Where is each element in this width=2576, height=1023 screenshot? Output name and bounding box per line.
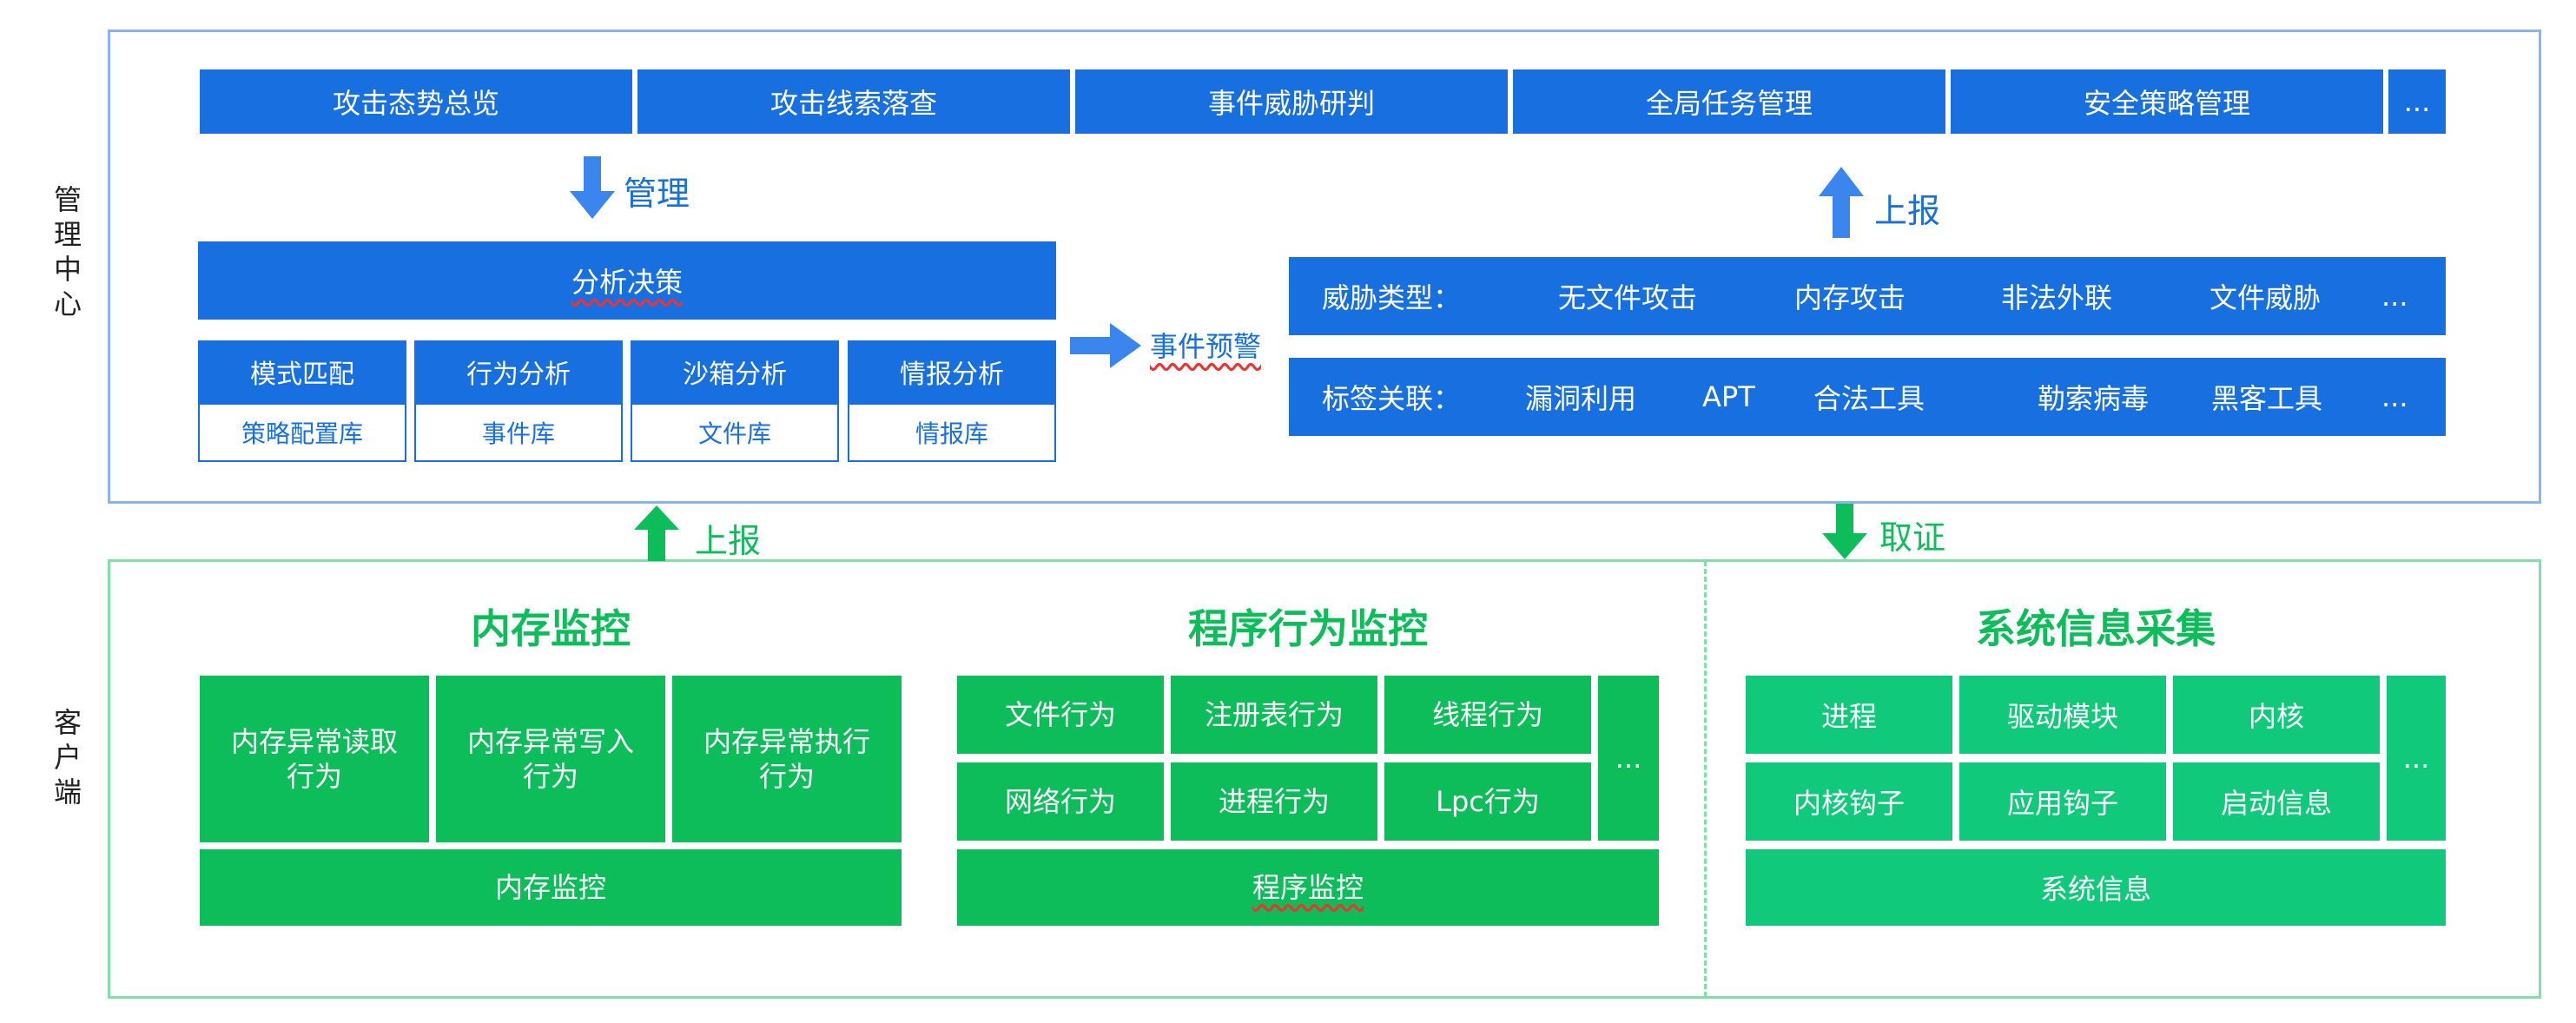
module-intel-analysis: 情报分析 <box>848 340 1056 403</box>
analysis-modules: 模式匹配 策略配置库 行为分析 事件库 沙箱分析 文件库 情报分析 情报库 <box>198 340 1056 462</box>
tag-links-row: 标签关联： 漏洞利用 APT 合法工具 勒索病毒 黑客工具 ... <box>1289 358 2446 436</box>
sysinfo-process: 进程 <box>1746 676 1952 754</box>
threat-illegal-outbound: 非法外联 <box>2001 281 2113 314</box>
tag-more: ... <box>2381 380 2408 413</box>
tag-hacker-tools: 黑客工具 <box>2211 382 2323 415</box>
lib-policy-config: 策略配置库 <box>198 403 406 462</box>
client-divider <box>1704 561 1707 997</box>
tag-ransomware: 勒索病毒 <box>2038 382 2150 415</box>
memory-abnormal-write: 内存异常写入行为 <box>436 676 665 842</box>
behavior-file: 文件行为 <box>957 676 1164 754</box>
system-info-more: ... <box>2387 676 2446 841</box>
threat-types-label: 威胁类型： <box>1322 281 1462 314</box>
sysinfo-kernel-hook: 内核钩子 <box>1746 762 1952 841</box>
tag-exploit: 漏洞利用 <box>1525 382 1637 415</box>
report-label-bottom: 上报 <box>695 522 762 560</box>
system-info-heading: 系统信息采集 <box>1976 605 2216 652</box>
memory-monitor-heading: 内存监控 <box>471 605 631 652</box>
menu-item-attack-overview[interactable]: 攻击态势总览 <box>200 69 632 134</box>
program-monitor-footer-text: 程序监控 <box>1252 871 1364 904</box>
event-alert-label: 事件预警 <box>1150 325 1261 365</box>
side-label-client: 客户端 <box>53 706 82 808</box>
client-frame <box>108 559 2541 999</box>
behavior-lpc: Lpc行为 <box>1384 762 1591 841</box>
event-alert-text: 事件预警 <box>1150 330 1262 363</box>
menu-item-more[interactable]: ... <box>2388 69 2446 134</box>
lib-files: 文件库 <box>631 403 839 462</box>
management-center-frame <box>108 30 2541 504</box>
menu-item-event-threat[interactable]: 事件威胁研判 <box>1075 69 1508 134</box>
menu-item-global-task[interactable]: 全局任务管理 <box>1513 69 1945 134</box>
arrow-down-icon <box>570 156 615 219</box>
program-monitor-footer: 程序监控 <box>957 849 1659 926</box>
analysis-decision-title: 分析决策 <box>571 266 683 299</box>
tag-apt: APT <box>1702 380 1755 413</box>
sysinfo-driver-module: 驱动模块 <box>1959 676 2166 754</box>
behavior-thread: 线程行为 <box>1384 676 1591 754</box>
threat-more: ... <box>2381 280 2408 313</box>
menu-item-attack-clues[interactable]: 攻击线索落查 <box>637 69 1070 134</box>
side-label-management-center: 管理中心 <box>53 183 82 320</box>
threat-file: 文件威胁 <box>2209 281 2322 314</box>
report-label-top: 上报 <box>1874 192 1941 230</box>
memory-abnormal-execute: 内存异常执行行为 <box>672 676 902 842</box>
arrow-right-icon <box>1070 323 1141 368</box>
lib-events: 事件库 <box>414 403 623 462</box>
analysis-decision-header: 分析决策 <box>198 241 1056 320</box>
arrow-up-icon <box>1819 167 1864 238</box>
lib-intel: 情报库 <box>848 403 1056 462</box>
program-monitor-heading: 程序行为监控 <box>1188 605 1428 652</box>
program-monitor-more: ... <box>1598 676 1659 841</box>
behavior-process: 进程行为 <box>1171 762 1377 841</box>
threat-memory: 内存攻击 <box>1794 281 1906 314</box>
threat-types-row: 威胁类型： 无文件攻击 内存攻击 非法外联 文件威胁 ... <box>1289 257 2446 335</box>
system-info-footer: 系统信息 <box>1746 849 2446 926</box>
sysinfo-startup: 启动信息 <box>2173 762 2380 841</box>
sysinfo-app-hook: 应用钩子 <box>1959 762 2166 841</box>
module-behavior-analysis: 行为分析 <box>414 340 623 403</box>
threat-fileless: 无文件攻击 <box>1558 281 1698 314</box>
manage-label: 管理 <box>624 175 690 213</box>
behavior-network: 网络行为 <box>957 762 1164 841</box>
menu-item-security-policy[interactable]: 安全策略管理 <box>1951 69 2383 134</box>
tag-links-label: 标签关联： <box>1322 382 1462 415</box>
module-sandbox-analysis: 沙箱分析 <box>631 340 839 403</box>
arrow-up-green-icon <box>634 505 679 561</box>
memory-monitor-footer: 内存监控 <box>200 849 902 926</box>
arrow-down-green-icon <box>1822 504 1867 559</box>
tag-legit-tools: 合法工具 <box>1813 382 1925 415</box>
module-pattern-matching: 模式匹配 <box>198 340 406 403</box>
sysinfo-kernel: 内核 <box>2173 676 2380 754</box>
behavior-registry: 注册表行为 <box>1171 676 1377 754</box>
memory-abnormal-read: 内存异常读取行为 <box>200 676 429 842</box>
forensics-label: 取证 <box>1879 518 1946 557</box>
